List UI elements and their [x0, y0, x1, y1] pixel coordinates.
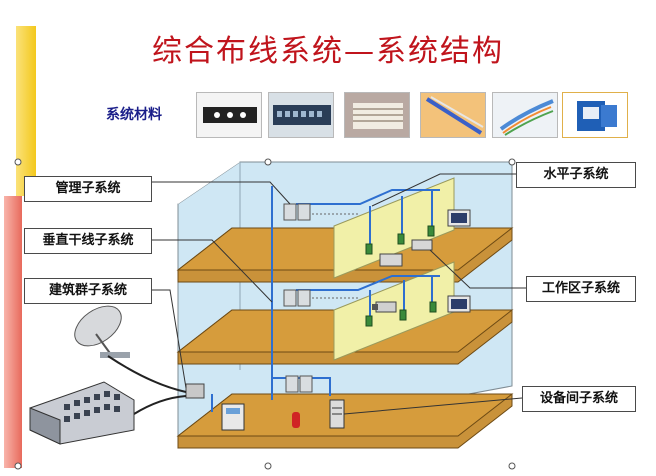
dish-cable [108, 356, 186, 392]
callout-work-area: 工作区子系统 [526, 276, 636, 302]
server-rack [330, 400, 344, 428]
computer-floor-2 [448, 296, 470, 312]
callout-horizontal: 水平子系统 [516, 162, 636, 188]
callout-management: 管理子系统 [24, 176, 152, 202]
ups-unit [222, 404, 244, 430]
camera-floor-2 [372, 302, 396, 312]
satellite-dish-icon [68, 298, 130, 358]
distribution-box [186, 384, 204, 398]
callout-vertical: 垂直干线子系统 [24, 228, 152, 254]
callout-campus: 建筑群子系统 [24, 278, 152, 304]
computer-floor-3 [448, 210, 470, 226]
external-building-icon [30, 382, 134, 444]
fire-extinguisher [292, 412, 300, 428]
callout-equipment: 设备间子系统 [522, 386, 636, 412]
